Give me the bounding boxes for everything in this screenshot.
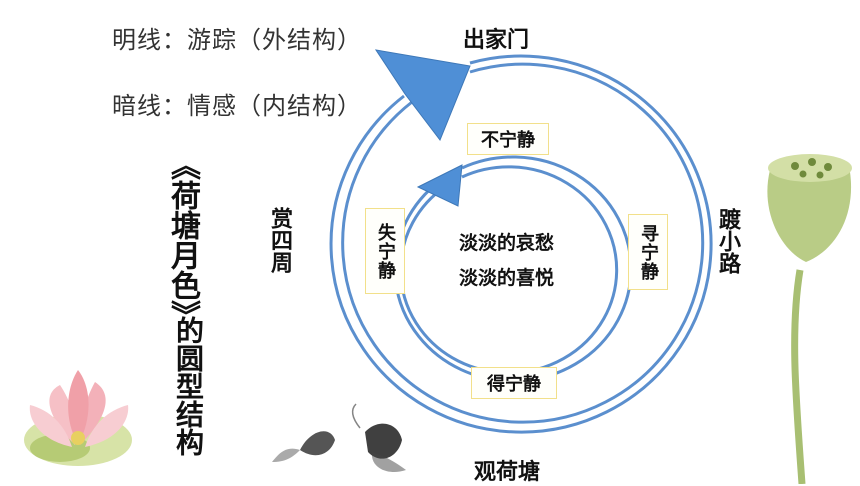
outer-ring: [329, 54, 713, 434]
outer-label-right: 踱小路: [715, 208, 740, 274]
center-emotion-2: 淡淡的喜悦: [459, 267, 555, 289]
lotus-pod-decoration: [767, 154, 852, 484]
diagram-subtitle: 的圆型结构: [172, 316, 205, 456]
outer-label-left: 赏四周: [267, 207, 292, 273]
inner-label-top: 不宁静: [467, 123, 549, 155]
diagram-title: 《荷塘月色》: [165, 150, 200, 330]
center-emotion-1: 淡淡的哀愁: [459, 232, 555, 254]
outer-label-bottom: 观荷塘: [474, 460, 541, 485]
outer-label-top: 出家门: [463, 28, 530, 53]
inner-label-left: 失宁静: [365, 208, 405, 294]
inner-arrowhead: [416, 164, 463, 207]
explicit-line-legend: 明线：游踪（外结构）: [112, 26, 362, 54]
ink-fish-decoration: [272, 403, 406, 472]
inner-label-right: 寻宁静: [628, 214, 668, 290]
inner-label-bottom: 得宁静: [471, 367, 557, 399]
lotus-flower-decoration: [24, 370, 132, 466]
implicit-line-legend: 暗线：情感（内结构）: [112, 92, 362, 120]
outer-arrowhead: [374, 49, 471, 142]
